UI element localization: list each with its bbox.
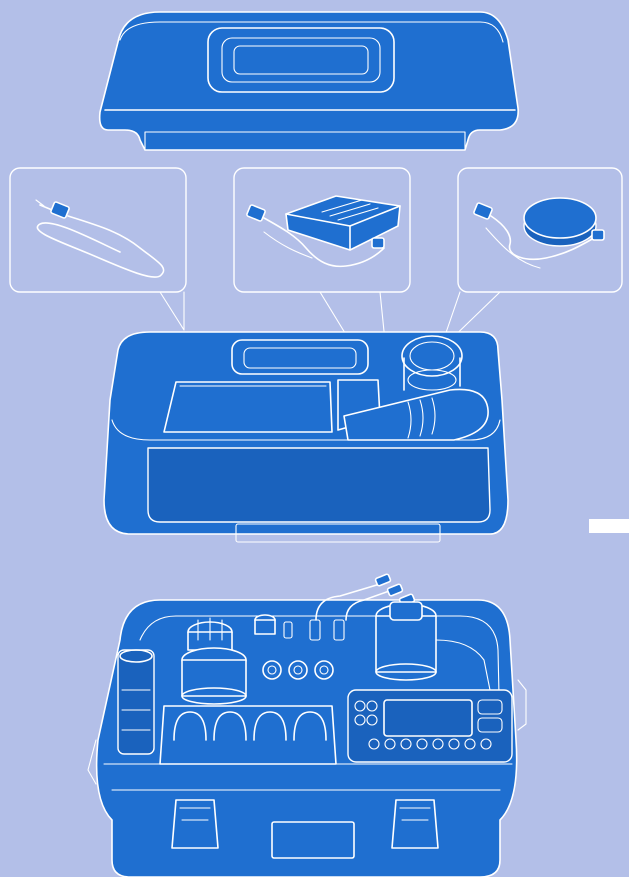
- case-lid-icon: [100, 12, 519, 150]
- callout-foot-pedal: [440, 168, 622, 350]
- storage-tray-icon: [104, 332, 508, 542]
- control-unit-icon: [88, 574, 526, 877]
- callout-power-cable: [10, 168, 186, 330]
- right-arrow-icon: [589, 519, 629, 533]
